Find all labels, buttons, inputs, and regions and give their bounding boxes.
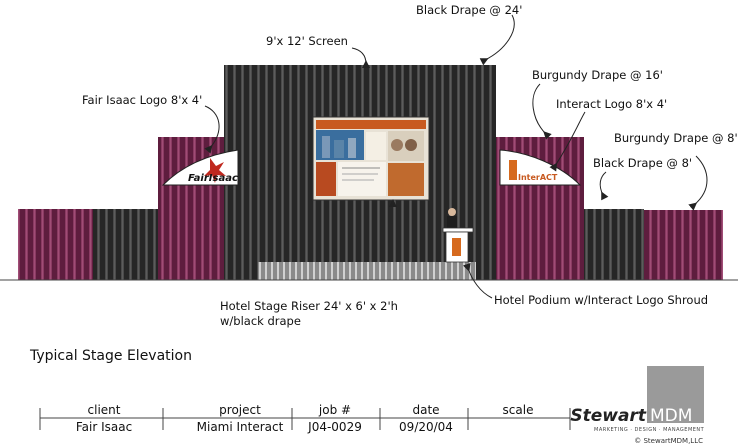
drawing-title: Typical Stage Elevation <box>29 348 192 364</box>
interact-logo-mark <box>509 160 517 180</box>
label-fair-isaac-logo: Fair Isaac Logo 8'x 4' <box>82 93 202 107</box>
brand-copyright: © StewartMDM,LLC <box>634 437 703 445</box>
label-podium: Hotel Podium w/Interact Logo Shroud <box>494 293 708 307</box>
tb-header-job: job # <box>318 403 351 417</box>
label-screen: 9'x 12' Screen <box>266 34 348 48</box>
tb-header-scale: scale <box>503 403 534 417</box>
projection-screen <box>312 116 430 201</box>
label-black-drape-24: Black Drape @ 24' <box>416 3 522 17</box>
fair-isaac-logo-panel: FairIsaac <box>161 149 239 186</box>
label-riser-line2: w/black drape <box>220 314 301 328</box>
fair-isaac-logo-text: FairIsaac <box>188 173 238 184</box>
tb-value-date: 09/20/04 <box>399 420 453 434</box>
tb-value-client: Fair Isaac <box>76 420 132 434</box>
tb-header-project: project <box>219 403 261 417</box>
tb-header-client: client <box>88 403 121 417</box>
black-drape-8-left <box>93 209 158 280</box>
interact-logo-panel: InterACT <box>499 149 582 186</box>
tb-header-date: date <box>412 403 439 417</box>
brand-mdm: MDM <box>650 406 692 426</box>
title-block: client project job # date scale Fair Isa… <box>39 403 571 434</box>
podium-interact-logo <box>452 238 461 256</box>
presenter-figure <box>447 208 457 230</box>
label-riser-line1: Hotel Stage Riser 24' x 6' x 2'h <box>220 299 398 313</box>
label-burgundy-drape-8: Burgundy Drape @ 8' <box>614 131 738 145</box>
stewart-mdm-branding: Stewart MDM MARKETING · DESIGN · MANAGEM… <box>570 366 704 445</box>
mdm-box <box>647 366 704 423</box>
brand-tagline: MARKETING · DESIGN · MANAGEMENT <box>594 427 705 433</box>
burgundy-drape-8-left <box>18 209 93 280</box>
tb-value-project: Miami Interact <box>197 420 284 434</box>
podium <box>442 227 474 263</box>
tb-value-job: J04-0029 <box>307 420 362 434</box>
label-black-drape-8: Black Drape @ 8' <box>593 156 692 170</box>
label-interact-logo: Interact Logo 8'x 4' <box>556 97 667 111</box>
callout-leaders <box>204 14 708 299</box>
interact-logo-text: InterACT <box>518 173 558 182</box>
stage-riser <box>258 262 476 280</box>
label-burgundy-drape-16: Burgundy Drape @ 16' <box>532 68 663 82</box>
burgundy-drape-8-right <box>644 210 723 280</box>
black-drape-8-right <box>584 209 644 280</box>
brand-stewart: Stewart <box>570 406 646 426</box>
